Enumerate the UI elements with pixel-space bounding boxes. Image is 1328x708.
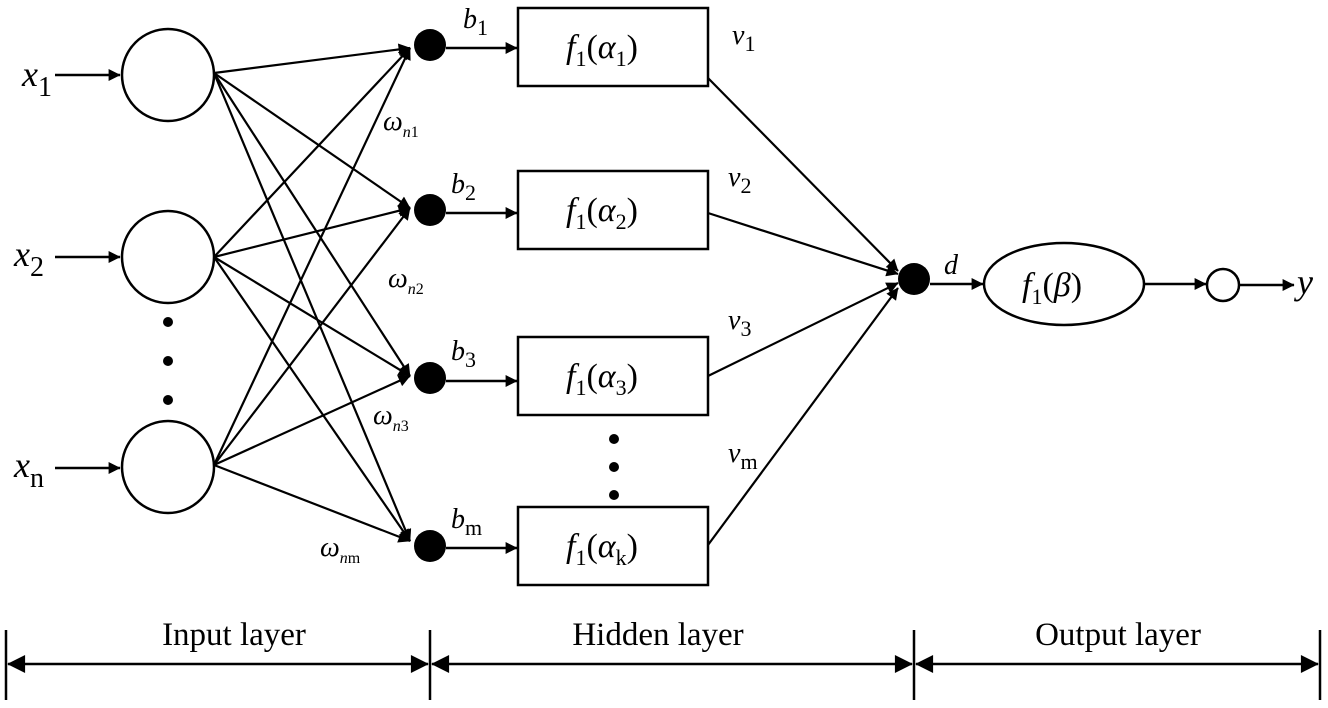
layer-brackets — [4, 630, 1322, 700]
hidden-unit-1 — [516, 6, 710, 88]
hidden-layer-label: Hidden layer — [572, 617, 743, 653]
output-label: y — [1294, 262, 1313, 302]
connection-1-3 — [213, 72, 411, 377]
connection-1-1 — [213, 43, 411, 75]
connection-1-2 — [213, 72, 411, 209]
weight-label-3: ωn3 — [373, 400, 409, 435]
connection-2-2 — [213, 204, 411, 259]
input-layer-label: Input layer — [162, 617, 306, 653]
input-neurons — [120, 27, 216, 515]
bias-label-1: b1 — [463, 4, 488, 40]
sum-to-activation-arrows — [446, 42, 518, 554]
hidden-unit-label-3: f1(α3) — [566, 358, 638, 400]
output-unit-label: f1(β) — [1022, 267, 1082, 309]
hidden-units — [516, 6, 710, 587]
connection-n-1 — [213, 47, 411, 466]
output-weight-label-m: vm — [728, 438, 758, 474]
hidden-sum-node-m — [414, 530, 446, 562]
input-label-2: x2 — [13, 234, 44, 283]
input-label-1: x1 — [21, 54, 52, 103]
weight-label-2: ωn2 — [388, 263, 424, 298]
connection-1-m — [212, 72, 412, 542]
weight-label-m: ωnm — [320, 532, 361, 567]
input-ellipsis — [163, 317, 173, 405]
hidden-unit-label-k: f1(αk) — [566, 528, 638, 570]
connection-2-3 — [213, 256, 411, 377]
connection-n-3 — [213, 374, 411, 467]
bias-label-m: bm — [451, 504, 482, 540]
input-arrows — [55, 69, 121, 474]
hidden-sum-nodes — [414, 29, 446, 562]
hidden-unit-k — [516, 505, 710, 587]
connection-n-m — [213, 463, 411, 543]
hidden-unit-label-2: f1(α2) — [566, 192, 638, 234]
hidden-output-connections — [707, 77, 899, 546]
output-sum-node — [898, 263, 930, 295]
input-neuron-1 — [120, 27, 216, 123]
hidden-unit-3 — [516, 335, 710, 417]
hidden-sum-node-1 — [414, 29, 446, 61]
output-unit — [982, 241, 1146, 327]
input-neuron-2 — [120, 209, 216, 305]
output-layer-label: Output layer — [1035, 617, 1201, 653]
input-neuron-n — [120, 419, 216, 515]
output-bias-label: d — [944, 250, 959, 281]
output-weight-label-2: v2 — [728, 162, 751, 198]
connection-2-1 — [213, 47, 411, 258]
bias-label-3: b3 — [451, 336, 476, 372]
output-node — [1205, 267, 1241, 303]
output-weight-label-1: v1 — [732, 20, 755, 56]
input-hidden-connections — [212, 43, 412, 543]
hidden-ellipsis — [609, 434, 619, 500]
hidden-sum-node-2 — [414, 194, 446, 226]
hidden-sum-node-3 — [414, 362, 446, 394]
output-weight-label-3: v3 — [728, 305, 751, 341]
hidden-unit-2 — [516, 169, 710, 251]
weight-label-1: ωn1 — [383, 106, 419, 141]
input-label-n: xn — [13, 445, 44, 494]
connection-2-m — [213, 256, 411, 542]
connection-n-2 — [213, 207, 411, 466]
bias-label-2: b2 — [451, 169, 476, 205]
